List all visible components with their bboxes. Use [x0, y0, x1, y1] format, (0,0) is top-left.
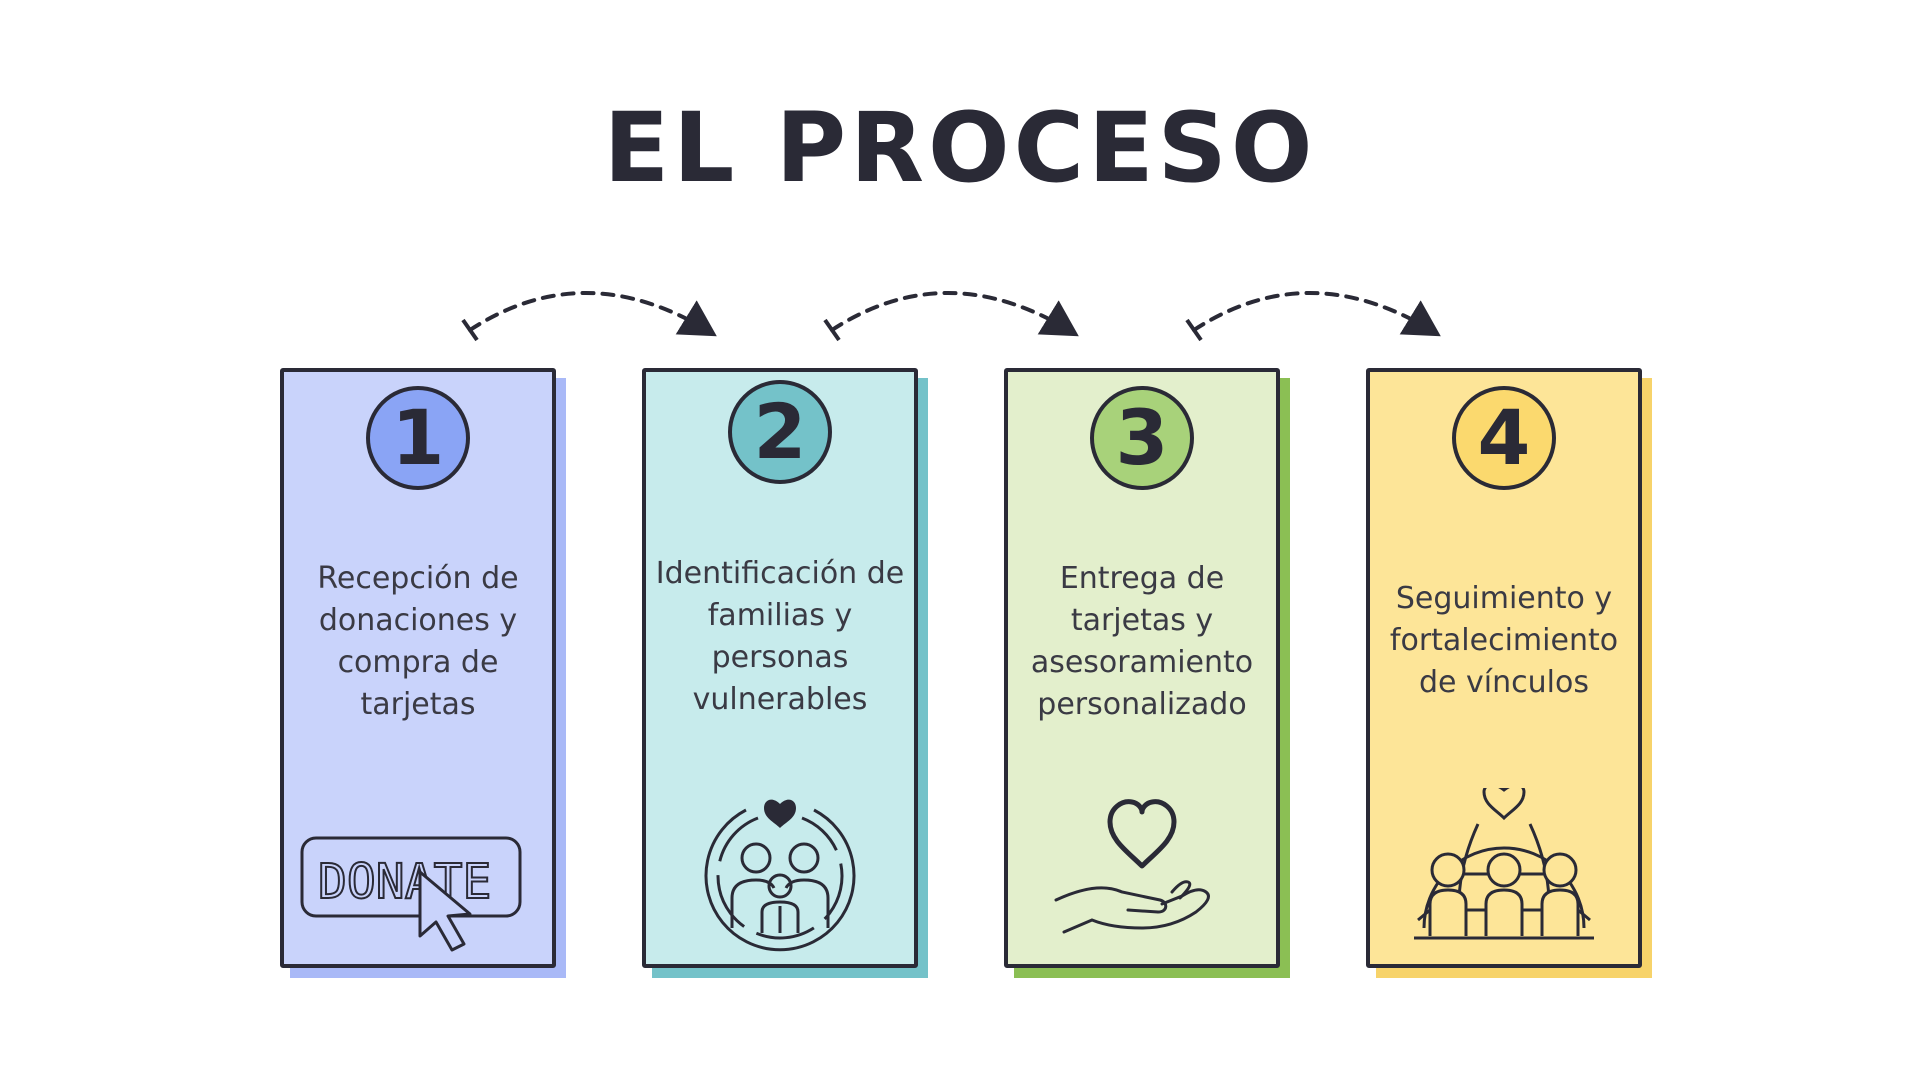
step-card-1: 1 Recepción de donaciones y compra de ta…	[280, 368, 566, 978]
step-card-2: 2 Identificación de familias y personas …	[642, 368, 928, 978]
step-description: Entrega de tarjetas y asesoramiento pers…	[1030, 561, 1254, 722]
connector-2-3	[823, 291, 1079, 342]
step-number-badge: 2	[728, 380, 832, 484]
step-description: Identificación de familias y personas vu…	[655, 556, 905, 717]
donate-button-label: DONATE	[318, 854, 491, 910]
hand-heart-icon	[1054, 799, 1210, 934]
connector-3-4	[1185, 291, 1441, 342]
family-heart-icon	[704, 799, 856, 952]
step-description: Seguimiento y fortalecimiento de vínculo…	[1389, 581, 1619, 700]
connector-1-2	[461, 291, 717, 342]
community-globe-icon	[1414, 788, 1594, 940]
step-number-badge: 1	[366, 386, 470, 490]
step-number-badge: 4	[1452, 386, 1556, 490]
donate-button-icon: DONATE	[300, 836, 522, 952]
step-description: Recepción de donaciones y compra de tarj…	[317, 561, 519, 722]
step-number-badge: 3	[1090, 386, 1194, 490]
page-title: EL PROCESO	[603, 92, 1317, 204]
step-card-4: 4 Seguimiento y fortalecimiento de víncu…	[1366, 368, 1652, 978]
step-card-3: 3 Entrega de tarjetas y asesoramiento pe…	[1004, 368, 1290, 978]
